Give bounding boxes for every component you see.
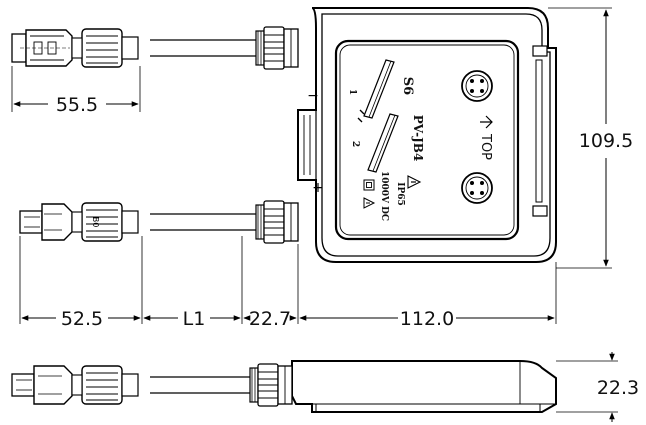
connector-socket-bottom bbox=[461, 172, 493, 204]
dimension-box-height-label: 109.5 bbox=[579, 130, 633, 152]
dimension-box-width-label: 112.0 bbox=[400, 308, 454, 330]
connector-positive: B0 bbox=[19, 202, 139, 242]
dimension-box-thickness bbox=[556, 352, 618, 422]
warning-triangle-icon bbox=[363, 197, 376, 209]
connector-negative bbox=[11, 28, 139, 68]
positive-polarity-label: + bbox=[312, 180, 324, 196]
connector-marking-label: B0 bbox=[91, 217, 100, 228]
side-view-box bbox=[291, 360, 557, 413]
cable-negative bbox=[150, 39, 256, 57]
dimension-chain bbox=[19, 236, 557, 324]
hazard-triangle-icon bbox=[407, 175, 422, 189]
series-code-label: S6 bbox=[400, 77, 415, 95]
lid-panel bbox=[334, 39, 520, 241]
junction-box-outline bbox=[297, 7, 557, 263]
dimension-box-height bbox=[548, 7, 612, 269]
dimension-left-connector-label: 52.5 bbox=[61, 308, 103, 330]
dimension-cable-length-label: L1 bbox=[183, 308, 206, 330]
ip-rating-label: IP65 bbox=[395, 182, 405, 206]
bypass-diode-2 bbox=[357, 109, 399, 173]
side-view-connector bbox=[11, 365, 139, 405]
arrow-up-icon bbox=[480, 115, 493, 129]
dimension-top-connector-label: 55.5 bbox=[56, 94, 98, 116]
side-view-gland bbox=[249, 363, 293, 407]
class-ii-double-square-icon bbox=[363, 179, 375, 191]
cable-gland-negative bbox=[255, 26, 299, 70]
negative-polarity-label: − bbox=[307, 88, 319, 104]
cable-positive bbox=[150, 213, 256, 231]
voltage-rating-label: 1000V DC bbox=[379, 171, 389, 221]
dimension-gland-offset-label: 22.7 bbox=[249, 308, 291, 330]
bypass-diode-1 bbox=[363, 59, 395, 119]
top-marking-label: TOP bbox=[478, 133, 493, 160]
connector-socket-top bbox=[461, 70, 493, 102]
diode-1-label: 1 bbox=[347, 89, 357, 95]
cable-gland-positive bbox=[255, 200, 299, 244]
model-label: PV-JB4 bbox=[411, 115, 425, 162]
side-view-cable bbox=[150, 376, 250, 394]
diode-2-label: 2 bbox=[350, 141, 360, 147]
dimension-box-thickness-label: 22.3 bbox=[597, 377, 639, 399]
dimension-top-connector bbox=[11, 66, 141, 112]
